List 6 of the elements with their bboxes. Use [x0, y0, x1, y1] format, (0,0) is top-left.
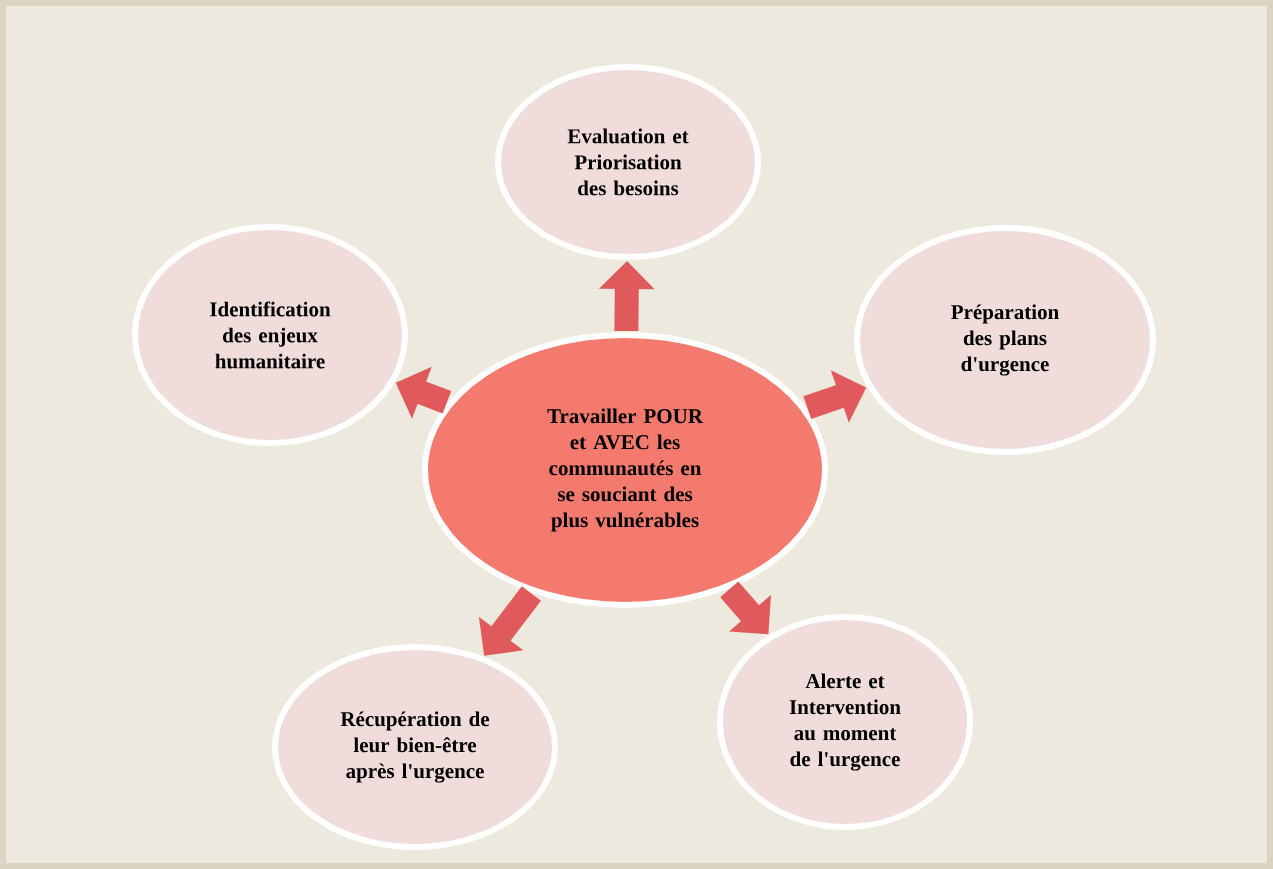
ellipse-node: Identification des enjeux humanitaire: [132, 224, 408, 446]
ellipse-node: Travailler POUR et AVEC les communautés en se souciant des plus vulnérables: [422, 332, 828, 608]
ellipse-node: Préparation des plans d'urgence: [854, 225, 1156, 455]
ellipse-node: Alerte et Intervention au moment de l'urgence: [717, 614, 973, 830]
ellipse-node: Evaluation et Priorisation des besoins: [495, 64, 761, 260]
ellipse-node: Récupération de leur bien-être après l'urgence: [272, 644, 558, 850]
